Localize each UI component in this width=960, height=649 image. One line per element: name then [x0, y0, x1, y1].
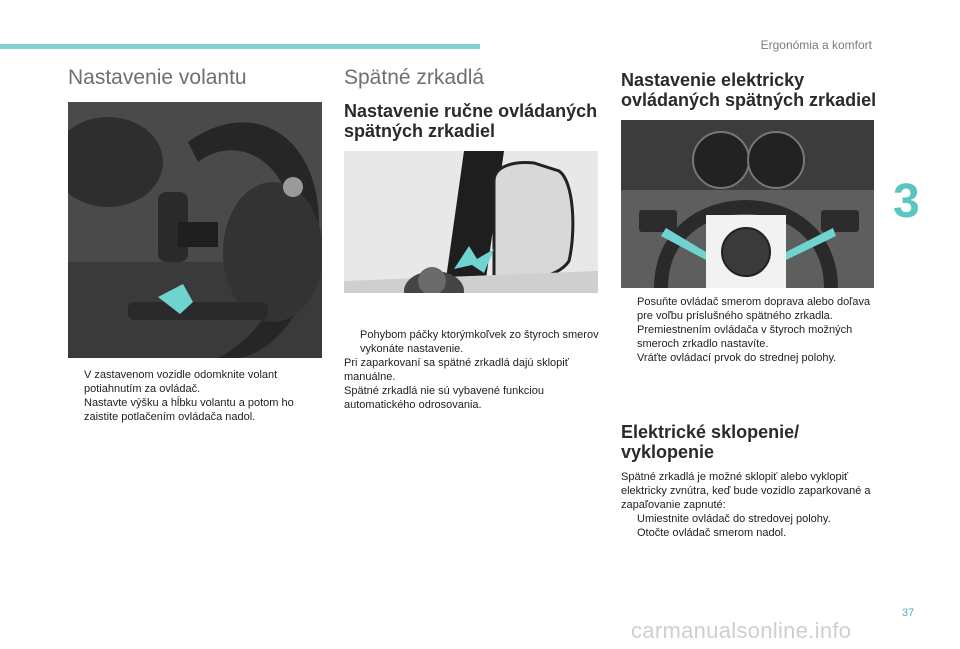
manual-mirror-photo [344, 151, 598, 293]
electric-mirror-bullet-3: Vráťte ovládací prvok do strednej polohy… [637, 352, 837, 364]
electric-folding-instructions: Spätné zrkadlá je možné sklopiť alebo vy… [621, 470, 877, 540]
electric-mirror-bullet-1: Posuňte ovládač smerom doprava alebo doľ… [637, 296, 871, 322]
steering-bullet-2: Nastavte výšku a hĺbku volantu a potom h… [84, 397, 294, 423]
mirrors-title: Spätné zrkadlá [344, 66, 485, 89]
watermark: carmanualsonline.info [631, 618, 852, 643]
steering-title: Nastavenie volantu [68, 66, 247, 89]
manual-mirrors-subtitle: Nastavenie ručne ovládaných spätných zrk… [344, 101, 598, 141]
arrow-indicator-icon [786, 228, 836, 260]
manual-mirror-paragraph-2: Spätné zrkadlá nie sú vybavené funkciou … [344, 385, 544, 411]
electric-mirror-bullet-2: Premiestnením ovládača v štyroch možných… [637, 324, 853, 350]
manual-mirror-paragraph-1: Pri zaparkovaní sa spätné zrkadlá dajú s… [344, 357, 569, 383]
electric-mirror-instructions: Posuňte ovládač smerom doprava alebo doľ… [621, 295, 877, 365]
arrow-indicator-icon [158, 284, 193, 314]
steering-bullet-1: V zastavenom vozidle odomknite volant po… [84, 369, 278, 395]
manual-mirror-bullet-1: Pohybom páčky ktorýmkoľvek zo štyroch sm… [360, 329, 599, 355]
electric-folding-bullet-2: Otočte ovládač smerom nadol. [637, 527, 787, 539]
electric-mirrors-title: Nastavenie elektricky ovládaných spätnýc… [621, 70, 877, 110]
page-number: 37 [902, 607, 915, 619]
steering-instructions: V zastavenom vozidle odomknite volant po… [68, 368, 324, 424]
section-header: Ergonómia a komfort [760, 38, 872, 52]
manual-mirror-instructions: Pohybom páčky ktorýmkoľvek zo štyroch sm… [344, 328, 600, 412]
electric-folding-subtitle: Elektrické sklopenie/ vyklopenie [621, 422, 800, 462]
electric-folding-bullet-1: Umiestnite ovládač do stredovej polohy. [637, 513, 831, 525]
mirror-control-knob-icon [721, 227, 771, 277]
electric-folding-paragraph: Spätné zrkadlá je možné sklopiť alebo vy… [621, 471, 871, 511]
electric-mirror-photo [621, 120, 874, 288]
arrow-indicator-icon [661, 228, 706, 260]
top-accent-bar [0, 44, 480, 49]
chapter-number: 3 [893, 175, 920, 228]
arrow-indicator-icon [454, 246, 494, 273]
steering-wheel-photo [68, 102, 322, 358]
